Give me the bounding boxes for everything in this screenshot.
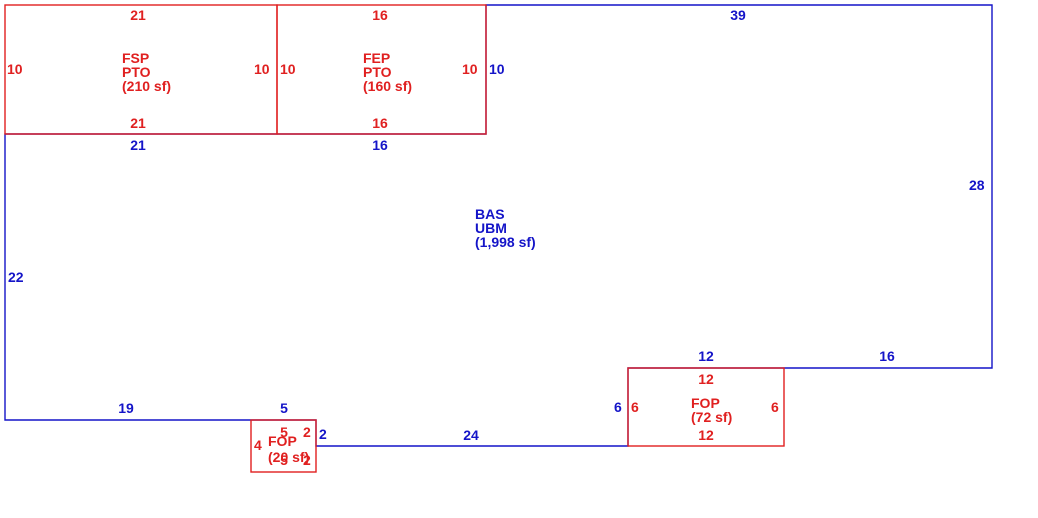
fop-small-left-dimension: 4 xyxy=(254,437,262,453)
fop-large-right-dimension: 6 xyxy=(771,399,779,415)
fep-left-dimension: 10 xyxy=(280,61,296,77)
bas-size-label: (1,998 sf) xyxy=(475,234,536,250)
bas-bottom-left-dimension: 19 xyxy=(118,400,134,416)
bas-top-left-dimension: 21 xyxy=(130,137,146,153)
fsp-top-dimension: 21 xyxy=(130,7,146,23)
fep-right-dimension: 10 xyxy=(462,61,478,77)
fop-large-top-dimension: 12 xyxy=(698,371,714,387)
bas-top-dimension: 39 xyxy=(730,7,746,23)
fop-small-inner-right-dimension: 2 xyxy=(303,452,311,468)
bas-right-dimension: 28 xyxy=(969,177,985,193)
bas-left-dimension: 22 xyxy=(8,269,24,285)
fep-code-label: FEP xyxy=(363,50,390,66)
bas-bump-top-dimension: 12 xyxy=(698,348,714,364)
bas-small-right-dimension: 2 xyxy=(319,426,327,442)
fop-small-right-dimension: 2 xyxy=(303,424,311,440)
fep-outline xyxy=(276,4,487,135)
fop-large-bottom-dimension: 12 xyxy=(698,427,714,443)
bas-fep-right-dimension: 10 xyxy=(489,61,505,77)
fep-bottom-dimension: 16 xyxy=(372,115,388,131)
fop-large-code-label: FOP xyxy=(691,395,720,411)
fep-type-label: PTO xyxy=(363,64,392,80)
fsp-bottom-dimension: 21 xyxy=(130,115,146,131)
fop-small-top-dimension: 5 xyxy=(280,424,288,440)
fsp-size-label: (210 sf) xyxy=(122,78,171,94)
fsp-type-label: PTO xyxy=(122,64,151,80)
fep-top-dimension: 16 xyxy=(372,7,388,23)
fop-large-outline xyxy=(627,367,785,447)
bas-code-label: BAS xyxy=(475,206,505,222)
fop-small-bottom-dimension: 5 xyxy=(280,452,288,468)
fop-large-size-label: (72 sf) xyxy=(691,409,732,425)
bas-type-label: UBM xyxy=(475,220,507,236)
fop-large-left-dimension: 6 xyxy=(631,399,639,415)
fep-size-label: (160 sf) xyxy=(363,78,412,94)
fsp-code-label: FSP xyxy=(122,50,149,66)
bas-bottom-mid-dimension: 24 xyxy=(463,427,479,443)
fsp-right-dimension: 10 xyxy=(254,61,270,77)
fop-small-code-label: FOP xyxy=(268,433,297,449)
bas-small-top-dimension: 5 xyxy=(280,400,288,416)
fsp-left-dimension: 10 xyxy=(7,61,23,77)
bas-top-mid-dimension: 16 xyxy=(372,137,388,153)
bas-bump-left-dimension: 6 xyxy=(614,399,622,415)
bas-bottom-right-dimension: 16 xyxy=(879,348,895,364)
fop-small-size-label: (20 sf) xyxy=(268,449,309,465)
fop-small-outline xyxy=(250,419,317,473)
